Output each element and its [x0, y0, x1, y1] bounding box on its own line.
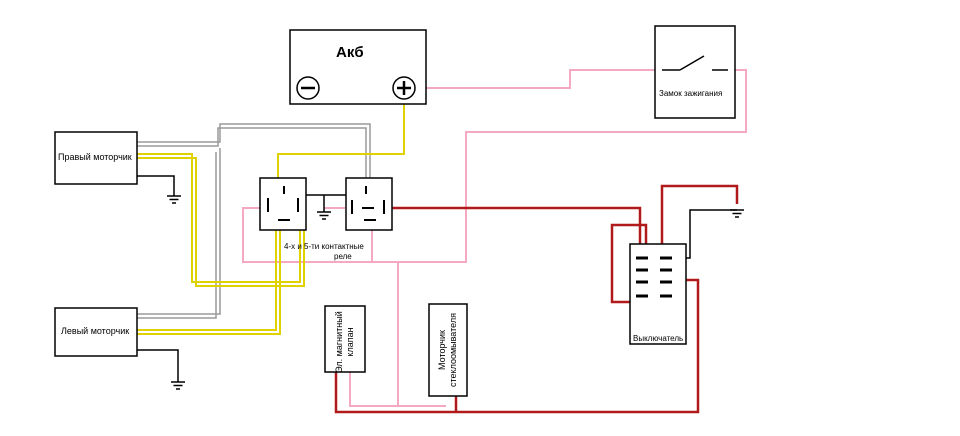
valve-label-line2: клапан [345, 327, 355, 357]
valve-label: Эл. магнитный клапан [334, 298, 356, 386]
right-motor-box [54, 131, 138, 185]
ground-icon [167, 195, 181, 204]
ground-icon [171, 381, 185, 390]
valve-label-line1: Эл. магнитный [334, 311, 344, 373]
ground-icon [730, 209, 744, 218]
relays-label-line1: 4-х и 5-ти контактные [284, 242, 364, 251]
washer-motor-label-line2: стеклоомывателя [448, 313, 458, 387]
relay-5-pin [345, 177, 393, 231]
washer-motor-label: Моторчик стеклоомывателя [437, 304, 459, 396]
relays-label-line2: реле [334, 252, 352, 261]
left-motor-label: Левый моторчик [61, 326, 130, 336]
pink-wires [242, 69, 747, 407]
switch-contact-icon [679, 55, 705, 71]
battery [289, 29, 427, 105]
switch-box [629, 243, 687, 345]
battery-label: Акб [336, 44, 364, 61]
washer-motor-box [428, 303, 468, 397]
ignition-switch [654, 25, 736, 119]
ground-icon [317, 211, 331, 220]
valve-box [324, 305, 366, 373]
switch-label: Выключатель [633, 334, 684, 343]
ignition-label: Замок зажигания [659, 89, 723, 98]
washer-motor-label-line1: Моторчик [437, 330, 447, 370]
left-motor-box [54, 307, 138, 357]
relay-4-pin [259, 177, 307, 231]
right-motor-label: Правый моторчик [58, 152, 132, 162]
gray-wires [137, 123, 371, 319]
yellow-wires [137, 102, 405, 335]
